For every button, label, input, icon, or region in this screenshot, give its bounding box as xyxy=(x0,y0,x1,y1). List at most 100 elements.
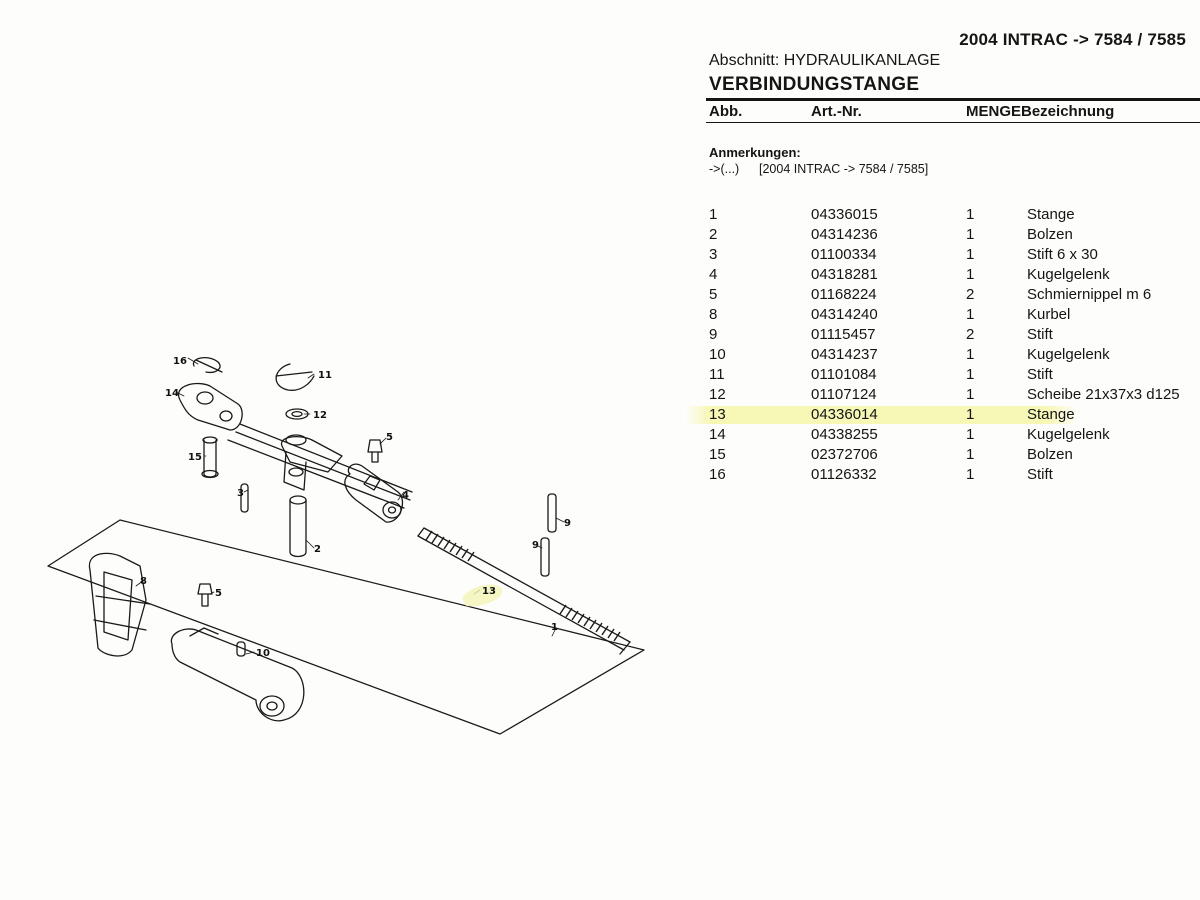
table-row: 11 01101084 1 Stift xyxy=(706,364,1200,384)
diagram-callouts: 16 14 11 12 5 15 3 4 2 9 9 13 1 8 5 10 xyxy=(140,356,571,659)
cell-bezeichnung: Bolzen xyxy=(1027,446,1073,463)
crank-bracket xyxy=(280,435,343,473)
callout-5-lower: 5 xyxy=(215,588,222,599)
notes-symbol: ->(...) xyxy=(709,162,740,176)
cell-art-nr: 04318281 xyxy=(811,266,878,283)
cell-abb: 1 xyxy=(709,206,718,223)
pin-9-lower xyxy=(540,537,550,577)
cell-abb: 5 xyxy=(709,286,718,303)
notes-reference: [2004 INTRAC -> 7584 / 7585] xyxy=(759,162,929,176)
cell-bezeichnung: Stift xyxy=(1027,366,1053,383)
table-row: 3 01100334 1 Stift 6 x 30 xyxy=(706,244,1200,264)
grease-nipple-5-lower xyxy=(197,583,213,595)
highlight-mark-13 xyxy=(462,584,503,607)
cell-abb: 13 xyxy=(709,406,726,423)
cell-abb: 9 xyxy=(709,326,718,343)
cell-art-nr: 04314240 xyxy=(811,306,878,323)
cell-menge: 2 xyxy=(966,326,975,343)
cell-art-nr: 01100334 xyxy=(811,246,877,263)
cell-bezeichnung: Scheibe 21x37x3 d125 xyxy=(1027,386,1180,403)
bolt-2 xyxy=(289,499,307,558)
callout-9-upper: 9 xyxy=(564,518,571,529)
cell-menge: 1 xyxy=(966,266,975,283)
callout-11: 11 xyxy=(318,370,332,381)
cell-art-nr: 01168224 xyxy=(811,286,877,303)
cell-abb: 8 xyxy=(709,306,718,323)
crank-8 xyxy=(88,552,147,657)
lower-assembly-outline xyxy=(47,519,645,735)
cell-bezeichnung: Kugelgelenk xyxy=(1027,426,1110,443)
cell-menge: 1 xyxy=(966,206,975,223)
cell-abb: 14 xyxy=(709,426,726,443)
section-label: Abschnitt: HYDRAULIKANLAGE xyxy=(709,52,941,69)
cell-art-nr: 04336014 xyxy=(811,406,878,423)
cell-art-nr: 04336015 xyxy=(811,206,878,223)
pin-9-upper xyxy=(547,493,557,533)
linkage-rod-1 xyxy=(235,431,411,501)
cell-bezeichnung: Bolzen xyxy=(1027,226,1073,243)
callout-10: 10 xyxy=(256,648,270,659)
threaded-rod-13 xyxy=(417,535,625,651)
page-title: VERBINDUNGSTANGE xyxy=(709,74,920,95)
table-row: 15 02372706 1 Bolzen xyxy=(706,444,1200,464)
cell-art-nr: 04314237 xyxy=(811,346,878,363)
callout-16: 16 xyxy=(173,356,187,367)
cell-menge: 1 xyxy=(966,346,975,363)
cell-menge: 1 xyxy=(966,226,975,243)
column-header-menge-bezeichnung: MENGEBezeichnung xyxy=(966,103,1115,120)
table-row: 13 04336014 1 Stange xyxy=(686,404,1200,424)
leader-lines xyxy=(135,357,565,655)
grease-nipple-5-upper xyxy=(367,439,383,453)
cell-abb: 16 xyxy=(709,466,726,483)
column-header-abb: Abb. xyxy=(709,103,743,120)
callout-4: 4 xyxy=(402,490,409,501)
cell-bezeichnung: Stift 6 x 30 xyxy=(1027,246,1098,263)
spring-clip-11 xyxy=(275,363,315,391)
cell-abb: 10 xyxy=(709,346,726,363)
callout-14: 14 xyxy=(165,388,179,399)
cell-menge: 1 xyxy=(966,406,975,423)
column-header-art-nr: Art.-Nr. xyxy=(811,103,862,120)
cell-menge: 2 xyxy=(966,286,975,303)
cell-art-nr: 01126332 xyxy=(811,466,877,483)
cell-menge: 1 xyxy=(966,386,975,403)
cell-menge: 1 xyxy=(966,246,975,263)
cell-art-nr: 01101084 xyxy=(811,366,877,383)
table-row: 5 01168224 2 Schmiernippel m 6 xyxy=(706,284,1200,304)
cell-bezeichnung: Kugelgelenk xyxy=(1027,266,1110,283)
cell-abb: 3 xyxy=(709,246,718,263)
cell-art-nr: 01115457 xyxy=(811,326,876,343)
cell-bezeichnung: Stange xyxy=(1027,406,1075,423)
cell-bezeichnung: Schmiernippel m 6 xyxy=(1027,286,1152,303)
cell-bezeichnung: Kurbel xyxy=(1027,306,1071,323)
cell-abb: 2 xyxy=(709,226,718,243)
pin-3 xyxy=(240,483,249,513)
notes-title: Anmerkungen: xyxy=(709,145,801,160)
cell-abb: 11 xyxy=(709,366,725,383)
callout-9-lower: 9 xyxy=(532,540,539,551)
cell-menge: 1 xyxy=(966,446,975,463)
cell-menge: 1 xyxy=(966,366,975,383)
callout-13: 13 xyxy=(482,586,496,597)
cell-bezeichnung: Stift xyxy=(1027,326,1053,343)
cell-art-nr: 04314236 xyxy=(811,226,878,243)
cell-abb: 4 xyxy=(709,266,718,283)
header-rule xyxy=(706,98,1200,101)
callout-5-upper: 5 xyxy=(386,432,393,443)
cell-abb: 15 xyxy=(709,446,726,463)
cell-menge: 1 xyxy=(966,426,975,443)
cell-menge: 1 xyxy=(966,466,975,483)
callout-12: 12 xyxy=(313,410,327,421)
callout-3: 3 xyxy=(237,488,244,499)
model-heading: 2004 INTRAC -> 7584 / 7585 xyxy=(959,30,1186,49)
table-row: 9 01115457 2 Stift xyxy=(706,324,1200,344)
cell-art-nr: 02372706 xyxy=(811,446,878,463)
callout-15: 15 xyxy=(188,452,202,463)
